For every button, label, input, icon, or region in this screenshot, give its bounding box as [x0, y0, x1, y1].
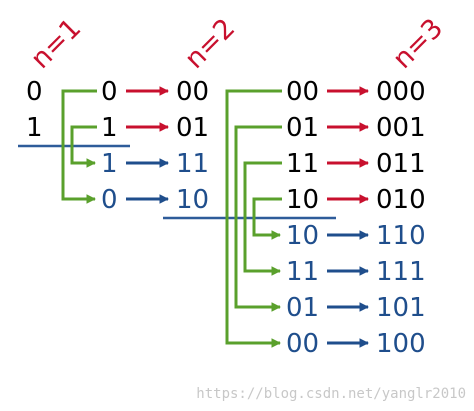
header-n1: n=1: [25, 13, 87, 75]
n3-input-2: 11: [286, 149, 319, 179]
connector-n1-copy-0-mirror-0: [61, 89, 97, 204]
n3-input-5: 11: [286, 257, 319, 287]
n3-input-4: 10: [286, 221, 319, 251]
n3-code-2: 011: [376, 149, 426, 179]
n3-code-0: 000: [376, 77, 426, 107]
watermark-text: https://blog.csdn.net/yanglr2010: [196, 386, 466, 402]
header-n2: n=2: [179, 13, 241, 75]
n1-code-1: 1: [26, 113, 43, 143]
n3-code-5: 111: [376, 257, 426, 287]
connector-n2-copy-01-mirror-01: [234, 125, 282, 312]
n2-input-2: 1: [101, 149, 118, 179]
n1-code-0: 0: [26, 77, 43, 107]
n3-input-3: 10: [286, 185, 319, 215]
n2-input-3: 0: [101, 185, 118, 215]
n3-input-0: 00: [286, 77, 319, 107]
n3-code-6: 101: [376, 293, 426, 323]
n3-input-1: 01: [286, 113, 319, 143]
connector-n1-copy-1-mirror-1: [70, 125, 97, 168]
n3-input-7: 00: [286, 329, 319, 359]
n3-code-3: 010: [376, 185, 426, 215]
n2-code-3: 10: [176, 185, 209, 215]
connector-n2-copy-11-mirror-11: [243, 161, 282, 276]
n3-code-7: 100: [376, 329, 426, 359]
n3-code-1: 001: [376, 113, 426, 143]
n2-input-0: 0: [101, 77, 118, 107]
connector-n2-copy-00-mirror-00: [225, 89, 282, 348]
n3-code-4: 110: [376, 221, 426, 251]
n2-code-1: 01: [176, 113, 209, 143]
n3-input-6: 01: [286, 293, 319, 323]
n2-code-0: 00: [176, 77, 209, 107]
connector-n2-copy-10-mirror-10: [252, 197, 282, 240]
n2-input-1: 1: [101, 113, 118, 143]
n2-code-2: 11: [176, 149, 209, 179]
header-n3: n=3: [387, 13, 449, 75]
